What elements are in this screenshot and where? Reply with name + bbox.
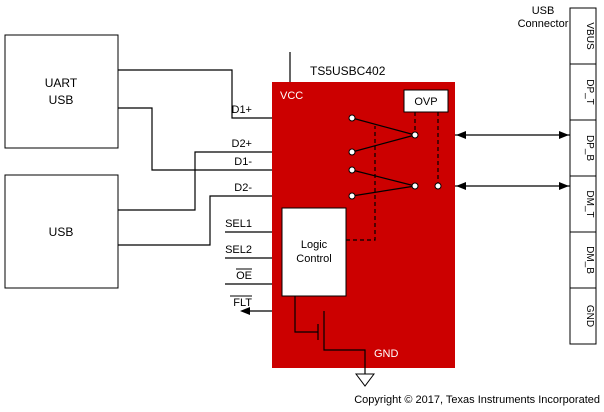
pin-labels: D1+ D2+ D1- D2- SEL1 SEL2 OE FLT xyxy=(225,104,252,309)
switch-arm xyxy=(351,134,416,153)
gnd-label: GND xyxy=(374,348,399,360)
switch-arm xyxy=(351,117,416,136)
usb-label: USB xyxy=(49,225,74,239)
connector-pin-label-gnd: GND xyxy=(584,305,595,327)
ovp-box xyxy=(403,89,449,113)
connector-pin-box-dmb xyxy=(569,231,597,289)
connector-pin-label-dmt: DM_T xyxy=(584,190,595,217)
ic-title: TS5USBC402 xyxy=(310,64,386,78)
uart-usb-block: UART USB xyxy=(4,34,119,149)
uart-usb-label-line1: UART xyxy=(45,76,78,90)
dm-left-arrowhead xyxy=(456,182,466,190)
dm-right-arrowhead xyxy=(559,182,569,190)
connector-pin-label-vbus: VBUS xyxy=(584,22,595,50)
mosfet-gate-lead xyxy=(294,296,318,333)
pin-label-oe: OE xyxy=(236,270,252,282)
connector-pin-box-dmt xyxy=(569,175,597,233)
connector-title-line1: USB xyxy=(532,5,555,17)
usb-box xyxy=(4,174,119,289)
dp-left-arrowhead xyxy=(456,131,466,139)
logic-control-label-line2: Control xyxy=(296,253,331,265)
uart-usb-label-line2: USB xyxy=(49,93,74,107)
copyright-notice: Copyright © 2017, Texas Instruments Inco… xyxy=(354,394,600,406)
connector-pin-box-gnd xyxy=(569,287,597,345)
vcc-label: VCC xyxy=(280,90,303,102)
dp-right-arrowhead xyxy=(559,131,569,139)
switch-contact-dot xyxy=(348,114,356,122)
ic-block: TS5USBC402 VCC GND OVP Lo xyxy=(272,64,455,374)
switch-contact-dot xyxy=(348,192,356,200)
pin-label-d1p: D1+ xyxy=(232,104,253,116)
usb-connector: USB Connector VBUS DP_T DP_B DM_T DM_B G… xyxy=(518,5,597,345)
switch-contact-dot xyxy=(348,148,356,156)
flt-arrowhead xyxy=(240,307,250,315)
logic-control-dashed-line xyxy=(346,126,376,241)
mosfet-symbol xyxy=(294,296,366,374)
switch-common-dot xyxy=(411,182,419,190)
ovp-block: OVP xyxy=(403,89,449,113)
switch-arm xyxy=(351,169,416,187)
logic-control-box xyxy=(281,207,347,297)
pin-label-sel1: SEL1 xyxy=(225,218,252,230)
pin-label-flt: FLT xyxy=(233,297,252,309)
wire-uart-d1m xyxy=(118,107,352,171)
uart-usb-box xyxy=(4,34,119,149)
pin-label-d2m: D2- xyxy=(234,182,252,194)
usb-block: USB xyxy=(4,174,119,289)
connector-pin-box-dpt xyxy=(569,63,597,121)
arrowheads xyxy=(240,131,569,315)
ovp-tap-dot xyxy=(434,182,442,190)
connector-title-line2: Connector xyxy=(518,18,569,30)
pin-label-d1m: D1- xyxy=(234,156,252,168)
pin-label-sel2: SEL2 xyxy=(225,244,252,256)
switch-network xyxy=(346,112,442,241)
connector-pin-label-dmb: DM_B xyxy=(584,246,595,274)
logic-control-label-line1: Logic xyxy=(301,239,328,251)
connector-pin-box-dpb xyxy=(569,119,597,177)
switch-arm xyxy=(351,185,416,197)
mosfet-source-lead xyxy=(323,346,366,374)
ovp-label: OVP xyxy=(414,96,437,108)
connector-pin-label-dpb: DP_B xyxy=(584,135,595,161)
logic-control-block: Logic Control xyxy=(281,207,347,297)
switch-common-dot xyxy=(411,131,419,139)
connector-pin-label-dpt: DP_T xyxy=(584,79,595,105)
pin-label-d2p: D2+ xyxy=(232,138,253,150)
ground-symbol xyxy=(355,373,375,387)
switch-contact-dot xyxy=(348,166,356,174)
